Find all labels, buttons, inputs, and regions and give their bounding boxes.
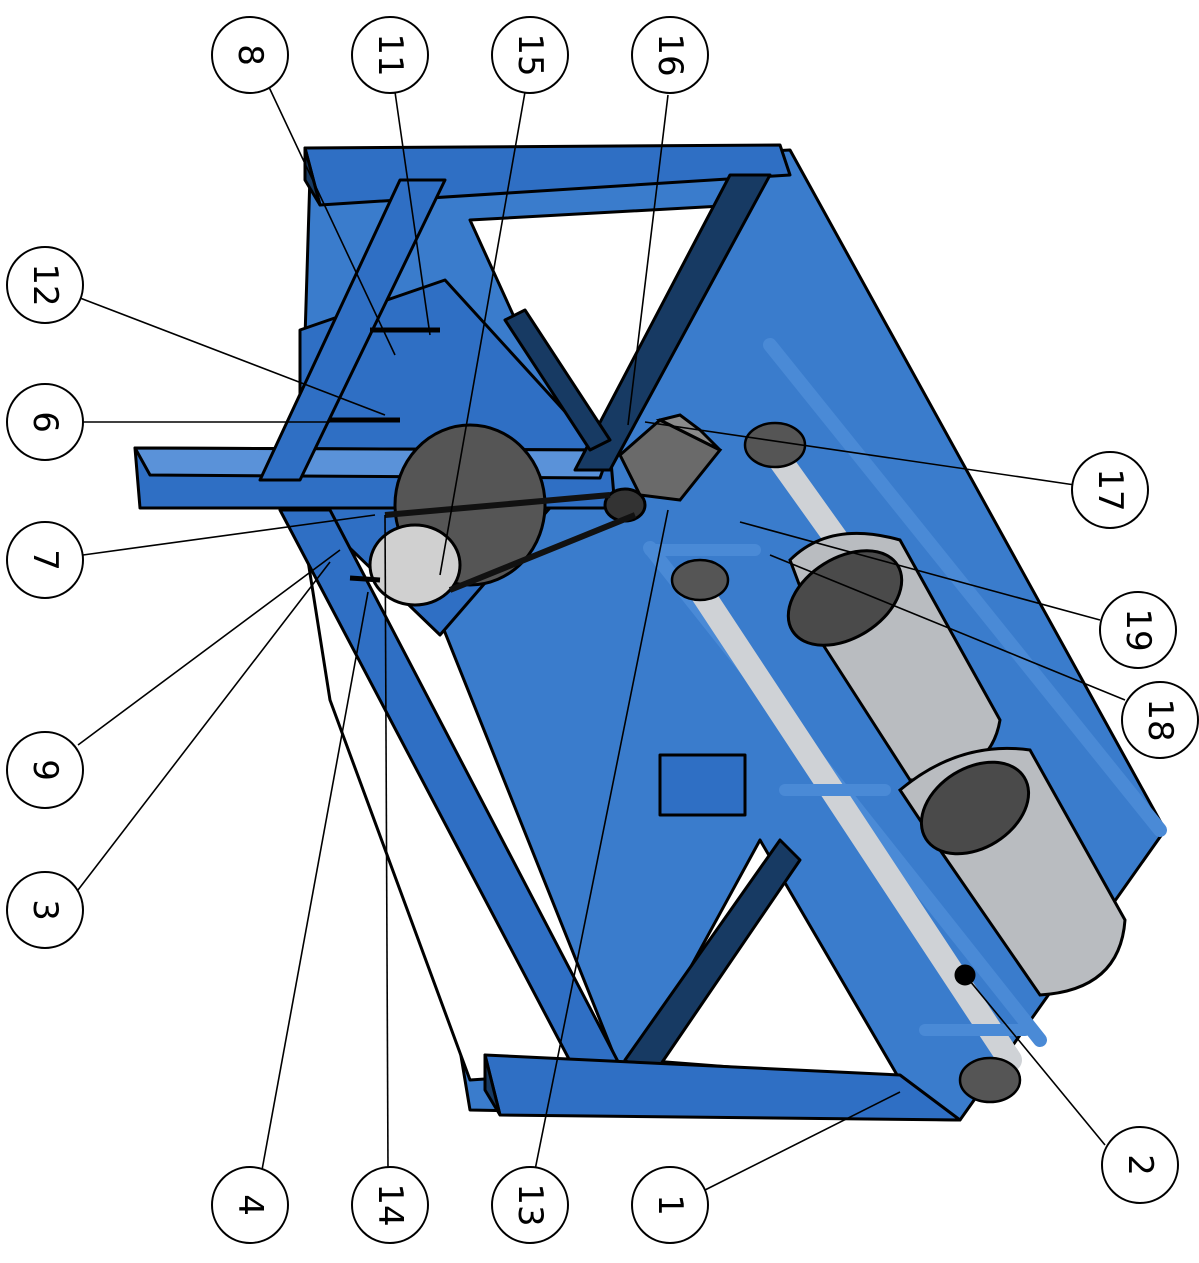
leader-7: [82, 514, 376, 556]
callout-15: 15: [491, 16, 569, 94]
callout-label: 8: [230, 44, 270, 66]
frame-diagonal-upper: [573, 173, 772, 472]
callout-16: 16: [631, 16, 709, 94]
callout-4: 4: [211, 1166, 289, 1244]
callout-14: 14: [351, 1166, 429, 1244]
callout-label: 7: [25, 549, 65, 571]
leader-13: [534, 509, 669, 1171]
drive-belt-upper: [384, 492, 611, 518]
leader-4: [261, 591, 369, 1171]
leader-19: [739, 521, 1101, 621]
leader-8: [267, 84, 396, 356]
frame-structure: [133, 143, 1167, 1122]
guide-slot: [503, 308, 612, 452]
callout-3: 3: [6, 871, 84, 949]
bearing-mid: [670, 558, 730, 602]
leader-11: [394, 91, 431, 336]
leader-lines: [77, 84, 1126, 1191]
callout-17: 17: [1071, 451, 1149, 529]
callout-label: 12: [25, 263, 65, 306]
callout-19: 19: [1099, 591, 1177, 669]
callout-label: 6: [25, 411, 65, 433]
leader-2: [964, 974, 1106, 1146]
bearings: [670, 421, 1022, 1104]
leader-17: [644, 421, 1076, 486]
bearing-bottom: [958, 1056, 1022, 1104]
callout-13: 13: [491, 1166, 569, 1244]
callout-label: 18: [1140, 698, 1180, 741]
callout-label: 13: [510, 1183, 550, 1226]
callout-label: 17: [1090, 468, 1130, 511]
drive-assembly: [330, 327, 723, 607]
frame-diagonal-left: [258, 178, 447, 482]
drum-assembly: [786, 531, 1127, 997]
callout-8: 8: [211, 16, 289, 94]
callout-1: 1: [631, 1166, 709, 1244]
callout-label: 15: [510, 33, 550, 76]
callout-label: 11: [370, 33, 410, 76]
leader-9: [77, 549, 341, 746]
callouts: 8 11 15 16 12 6 7 9: [6, 16, 1199, 1244]
callout-label: 19: [1118, 608, 1158, 651]
rail-upper: [763, 338, 1167, 837]
callout-label: 1: [650, 1194, 690, 1216]
callout-12: 12: [6, 246, 84, 324]
leader-3: [77, 561, 331, 891]
leader-14: [384, 514, 389, 1171]
callout-label: 2: [1120, 1154, 1160, 1176]
leader-12: [79, 297, 386, 416]
drum-2-end-cap: [919, 760, 1031, 856]
bottom-beam-end: [483, 1053, 502, 1117]
callout-label: 14: [370, 1183, 410, 1226]
leader-15: [439, 91, 526, 576]
callout-18: 18: [1121, 681, 1199, 759]
callout-2: 2: [1101, 1126, 1179, 1204]
motor-pulley: [368, 523, 462, 607]
leader-16: [627, 94, 669, 426]
callout-label: 9: [25, 759, 65, 781]
callout-6: 6: [6, 383, 84, 461]
side-bracket: [658, 753, 747, 817]
callout-7: 7: [6, 521, 84, 599]
callout-label: 3: [25, 899, 65, 921]
bearing-top: [743, 421, 807, 469]
gearbox: [618, 418, 723, 502]
callout-label: 16: [650, 33, 690, 76]
leader-18: [769, 554, 1126, 701]
motor-mount-bolt-3: [349, 575, 381, 583]
leader-1: [704, 1091, 901, 1191]
callout-label: 4: [230, 1194, 270, 1216]
callout-11: 11: [351, 16, 429, 94]
callout-9: 9: [6, 731, 84, 809]
drive-belt-lower: [448, 512, 637, 593]
